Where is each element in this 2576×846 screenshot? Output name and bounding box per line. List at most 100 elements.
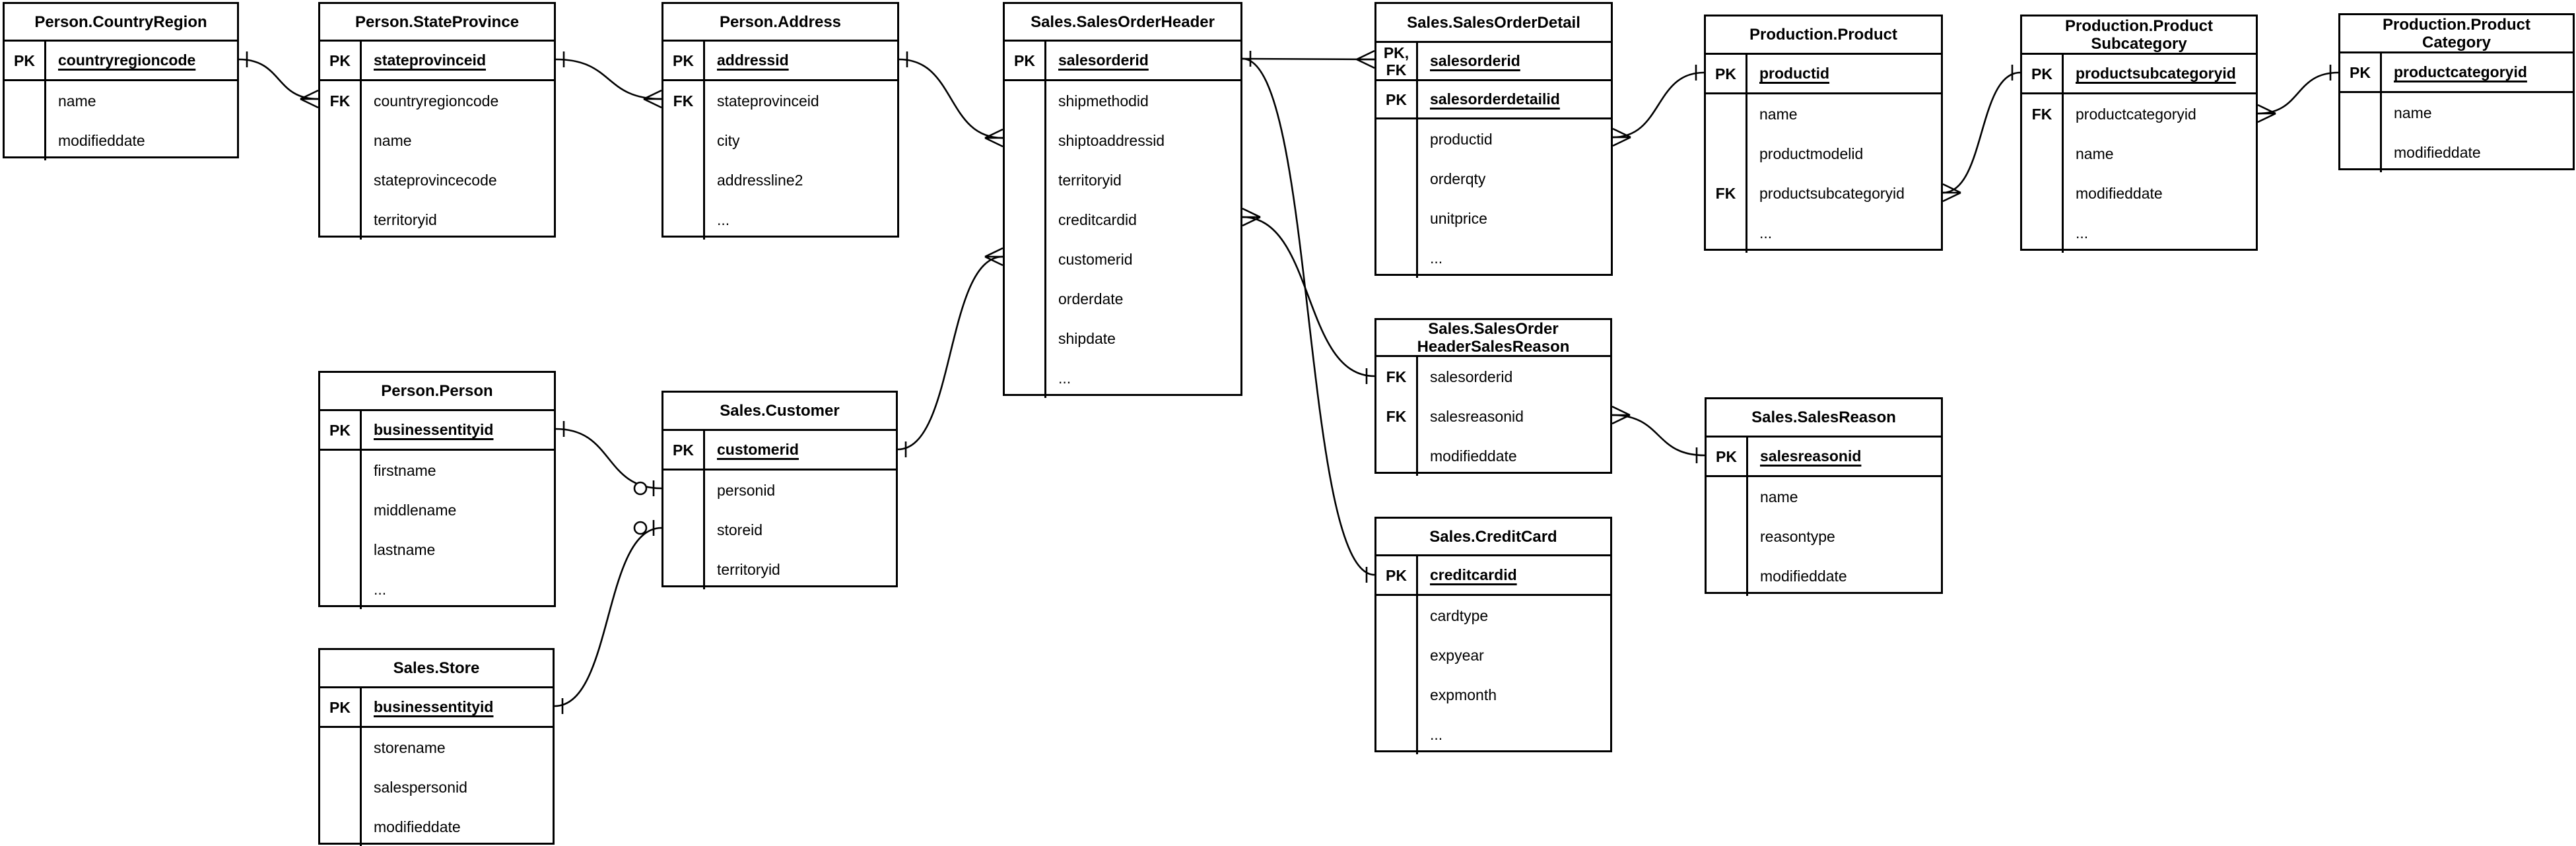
entity-title-line: HeaderSalesReason	[1417, 337, 1570, 356]
field-name: productid	[1759, 65, 1830, 82]
entity-title: Person.Person	[320, 373, 554, 411]
attribute-row: storename	[320, 728, 553, 767]
field-name: ...	[1430, 249, 1443, 267]
entity-title: Sales.CreditCard	[1376, 519, 1610, 556]
field-name: expyear	[1430, 646, 1484, 664]
key-label	[663, 200, 705, 240]
field-name: name	[1760, 488, 1798, 505]
key-label	[320, 807, 362, 846]
attribute-row: modifieddate	[1376, 436, 1610, 476]
key-label: PK	[320, 42, 362, 79]
field-name: name	[2076, 145, 2114, 162]
field-name: ...	[374, 580, 387, 598]
field-name: salesorderdetailid	[1430, 90, 1560, 108]
field-name: territoryid	[717, 560, 780, 578]
key-label: FK	[1706, 174, 1747, 213]
key-label: PK	[320, 411, 362, 449]
attribute-row: shipdate	[1005, 319, 1240, 358]
field-name: stateprovincecode	[374, 171, 497, 189]
field-name: ...	[1759, 224, 1773, 242]
field-name: shipdate	[1058, 329, 1116, 347]
field-name: productmodelid	[1759, 145, 1864, 162]
key-label: PK	[1376, 556, 1418, 594]
field-name: name	[58, 92, 96, 110]
key-label	[1005, 81, 1046, 121]
field-name: creditcardid	[1430, 566, 1517, 583]
attribute-row: ...	[2022, 213, 2256, 253]
key-label: PK, FK	[1376, 43, 1418, 79]
key-label	[320, 569, 362, 609]
field-name: lastname	[374, 540, 436, 558]
key-label	[2022, 134, 2064, 174]
attribute-row: name	[320, 121, 554, 160]
key-label	[320, 490, 362, 530]
entity-title-line: Sales.SalesOrderDetail	[1407, 13, 1580, 32]
entity-title-line: Sales.Customer	[720, 402, 840, 420]
key-label	[1376, 119, 1418, 159]
entity-title-line: Production.Product	[2383, 15, 2530, 34]
relationship-salesorderheader-salesorderdetail	[1242, 49, 1375, 69]
field-name: salesorderid	[1430, 368, 1513, 385]
key-label	[1707, 517, 1748, 556]
key-label	[1707, 556, 1748, 596]
entity-title-line: Production.Product	[2065, 16, 2213, 35]
key-label	[663, 121, 705, 160]
key-label	[1706, 213, 1747, 253]
attribute-row: modifieddate	[2340, 133, 2573, 172]
key-label	[2340, 133, 2382, 172]
attribute-row: stateprovincecode	[320, 160, 554, 200]
field-name: salesreasonid	[1430, 407, 1524, 425]
key-label	[1005, 279, 1046, 319]
attribute-row: modifieddate	[320, 807, 553, 846]
field-name: cardtype	[1430, 606, 1489, 624]
field-name: productid	[1430, 130, 1493, 148]
relationship-salesorderdetail-product	[1612, 65, 1705, 147]
entity-title-line: Sales.SalesReason	[1751, 408, 1896, 426]
relationship-stateprovince-address	[555, 51, 662, 109]
attribute-row: creditcardid	[1005, 200, 1240, 240]
field-name: orderdate	[1058, 290, 1124, 308]
entity-title-line: Sales.SalesOrder	[1428, 319, 1559, 338]
attribute-row: modifieddate	[2022, 174, 2256, 213]
attribute-row: name	[2022, 134, 2256, 174]
attribute-row: addressline2	[663, 160, 897, 200]
key-label	[2340, 93, 2382, 133]
key-label	[2022, 213, 2064, 253]
attribute-row: modifieddate	[1707, 556, 1941, 596]
key-label	[1376, 596, 1418, 635]
field-name: shipmethodid	[1058, 92, 1149, 110]
field-name: ...	[717, 211, 730, 228]
